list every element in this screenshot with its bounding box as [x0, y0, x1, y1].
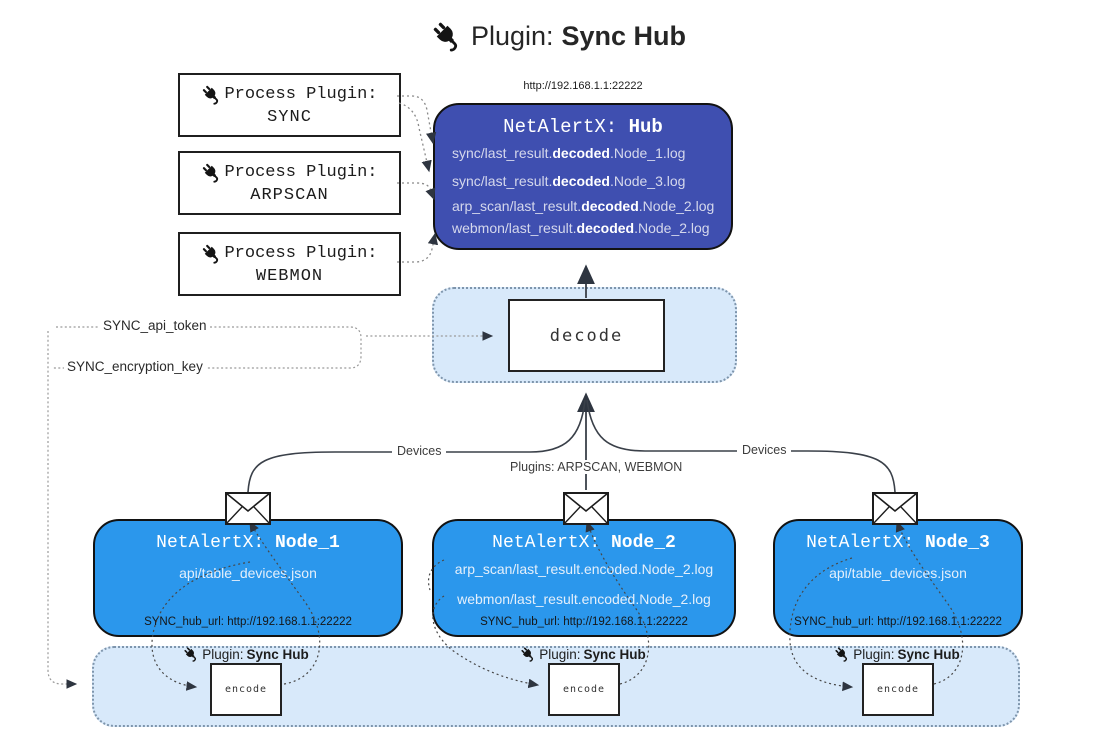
hub-url: http://192.168.1.1:22222: [523, 80, 643, 92]
node-file-line: webmon/last_result.encoded.Node_2.log: [457, 591, 711, 607]
node-title: NetAlertX: Node_1: [156, 533, 340, 553]
node-file-line: api/table_devices.json: [179, 565, 317, 581]
plug-icon: [431, 20, 463, 52]
hub-title-bold: Hub: [628, 116, 663, 138]
envelope-icon: [563, 492, 609, 525]
edge-arpscan-to-line3: [397, 182, 436, 201]
process-plugin-label: Process Plugin:: [224, 243, 378, 263]
node-footer: SYNC_hub_url: http://192.168.1.1:22222: [480, 616, 688, 628]
page-title: Plugin: Sync Hub: [0, 20, 1117, 52]
node-title: NetAlertX: Node_2: [492, 533, 676, 553]
hub-log-line: arp_scan/last_result.decoded.Node_2.log: [452, 198, 715, 214]
page-title-prefix: Plugin:: [470, 20, 554, 51]
node-3-box: NetAlertX: Node_3 api/table_devices.json…: [773, 519, 1023, 637]
hub-log-line: sync/last_result.decoded.Node_3.log: [452, 173, 686, 189]
encoder-plugin-label: Plugin: Sync Hub: [513, 646, 653, 662]
process-plugin-name: SYNC: [267, 107, 312, 127]
encode-box-2: encode: [548, 663, 620, 716]
process-plugin-name: WEBMON: [255, 266, 324, 286]
edge-settings-to-band: [47, 331, 78, 689]
plug-icon: [201, 162, 222, 183]
node-title: NetAlertX: Node_3: [806, 533, 990, 553]
edge-webmon-to-line4: [397, 232, 439, 263]
process-plugin-arpscan-box: Process Plugin: ARPSCAN: [178, 151, 401, 215]
process-plugin-label: Process Plugin:: [224, 84, 378, 104]
devices-edge-label-left: Devices: [392, 444, 447, 458]
edge-sync-to-line2: [398, 102, 432, 173]
sync-api-token-label: SYNC_api_token: [100, 318, 210, 333]
process-plugin-webmon-box: Process Plugin: WEBMON: [178, 232, 401, 296]
encode-box-1: encode: [210, 663, 282, 716]
page-title-bold: Sync Hub: [561, 20, 687, 51]
node-file-line: arp_scan/last_result.encoded.Node_2.log: [454, 561, 714, 577]
plug-icon: [520, 646, 536, 662]
node-footer: SYNC_hub_url: http://192.168.1.1:22222: [794, 616, 1002, 628]
node-file-line: api/table_devices.json: [829, 565, 967, 581]
plugins-edge-label: Plugins: ARPSCAN, WEBMON: [505, 460, 688, 474]
hub-box: NetAlertX: Hub sync/last_result.decoded.…: [433, 103, 733, 250]
decode-box: decode: [508, 299, 665, 372]
hub-log-line: sync/last_result.decoded.Node_1.log: [452, 145, 686, 161]
process-plugin-label: Process Plugin:: [224, 162, 378, 182]
node-footer: SYNC_hub_url: http://192.168.1.1:22222: [144, 616, 352, 628]
encoder-plugin-label: Plugin: Sync Hub: [827, 646, 967, 662]
edge-sync-to-line1: [397, 95, 437, 145]
hub-title: NetAlertX: Hub: [435, 116, 731, 138]
plug-icon: [201, 243, 222, 264]
encoder-plugin-label: Plugin: Sync Hub: [176, 646, 316, 662]
envelope-icon: [872, 492, 918, 525]
process-plugin-sync-box: Process Plugin: SYNC: [178, 73, 401, 137]
process-plugin-name: ARPSCAN: [250, 185, 329, 205]
plug-icon: [834, 646, 850, 662]
plug-icon: [201, 84, 222, 105]
node-1-box: NetAlertX: Node_1 api/table_devices.json…: [93, 519, 403, 637]
node-2-box: NetAlertX: Node_2 arp_scan/last_result.e…: [432, 519, 736, 637]
plug-icon: [183, 646, 199, 662]
sync-encryption-key-label: SYNC_encryption_key: [64, 359, 206, 374]
hub-title-prefix: NetAlertX:: [503, 116, 629, 138]
encode-box-3: encode: [862, 663, 934, 716]
hub-log-line: webmon/last_result.decoded.Node_2.log: [452, 220, 710, 236]
envelope-icon: [225, 492, 271, 525]
devices-edge-label-right: Devices: [737, 443, 792, 457]
